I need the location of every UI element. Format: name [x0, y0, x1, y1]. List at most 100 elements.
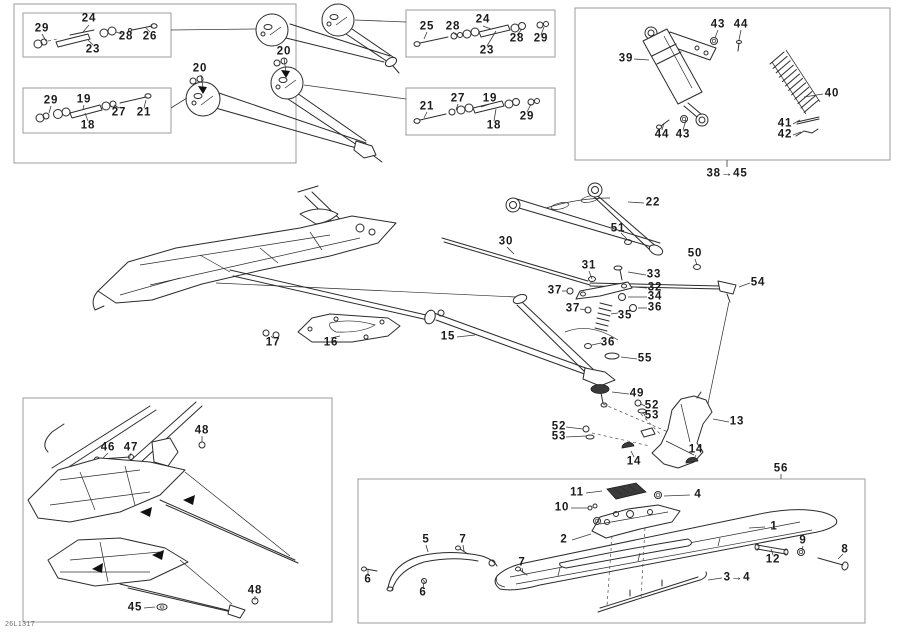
part-label: 17 — [265, 336, 281, 349]
part-label: 43 — [710, 18, 726, 31]
part-label: 31 — [581, 259, 597, 272]
part-label: 13 — [729, 415, 745, 428]
part-label: 29 — [43, 94, 59, 107]
ski-assembly-drawing — [361, 482, 849, 613]
detail-box-hardware-a — [22, 12, 172, 58]
detail-box-hardware-c — [405, 9, 556, 58]
part-label: 34 — [647, 290, 663, 303]
part-label: 44 — [654, 128, 670, 141]
leader-lines — [41, 19, 844, 609]
part-label: 18 — [80, 119, 96, 132]
detail-box-shock — [574, 7, 891, 161]
part-label: 47 — [123, 441, 139, 454]
part-label: 49 — [629, 387, 645, 400]
part-label: 3→4 — [723, 571, 751, 584]
document-code: 26L1317 — [5, 621, 36, 628]
part-label: 45 — [127, 601, 143, 614]
spindle-knuckle — [582, 391, 713, 469]
part-label: 6 — [364, 573, 372, 586]
detail-box-hardware-d — [405, 87, 556, 136]
part-label: 30 — [498, 235, 514, 248]
part-label: 46 — [100, 441, 116, 454]
part-label: 28 — [509, 32, 525, 45]
bolt-kit-b — [35, 93, 152, 123]
part-label: 2 — [560, 533, 568, 546]
part-label: 27 — [111, 106, 127, 119]
part-label: 54 — [750, 276, 766, 289]
shock-absorber-drawing — [642, 26, 821, 137]
part-label: 10 — [554, 501, 570, 514]
part-label: 5 — [422, 533, 430, 546]
part-label: 39 — [618, 52, 634, 65]
part-label: 19 — [76, 93, 92, 106]
part-label: 53 — [644, 409, 660, 422]
part-label: 29 — [34, 22, 50, 35]
part-label: 51 — [610, 222, 626, 235]
part-label: 44 — [733, 18, 749, 31]
part-label: 37 — [547, 284, 563, 297]
part-label: 25 — [419, 20, 435, 33]
part-label: 27 — [450, 92, 466, 105]
part-label: 15 — [440, 330, 456, 343]
pointer-arrows — [198, 57, 290, 94]
part-label: 19 — [482, 92, 498, 105]
part-label: 9 — [799, 534, 807, 547]
part-label: 20 — [192, 62, 208, 75]
part-label: 29 — [533, 32, 549, 45]
part-label: 48 — [194, 424, 210, 437]
part-label: 24 — [81, 12, 97, 25]
detail-boxes — [13, 3, 891, 624]
part-label: 7 — [459, 533, 467, 546]
part-label: 43 — [675, 128, 691, 141]
part-label: 32 — [647, 281, 663, 294]
part-label: 29 — [519, 110, 535, 123]
part-label: 23 — [479, 44, 495, 57]
part-label: 36 — [600, 336, 616, 349]
part-label: 42 — [777, 128, 793, 141]
part-label: 40 — [824, 87, 840, 100]
steering-arm-parts — [564, 265, 637, 360]
bolt-kit-a — [33, 23, 158, 49]
part-label: 8 — [841, 543, 849, 556]
part-label: 53 — [551, 430, 567, 443]
part-label: 41 — [777, 117, 793, 130]
part-label: 24 — [475, 13, 491, 26]
bolt-kit-d — [413, 98, 540, 124]
upper-a-arm — [505, 182, 664, 256]
part-label: 26 — [142, 30, 158, 43]
part-label: 28 — [118, 30, 134, 43]
part-label: 11 — [570, 486, 584, 499]
detail-box-hardware-b — [22, 87, 172, 134]
part-label: 35 — [617, 309, 633, 322]
part-label: 38→45 — [706, 167, 748, 180]
lower-a-arm — [424, 294, 616, 408]
part-label: 20 — [276, 45, 292, 58]
part-label: 21 — [136, 106, 152, 119]
part-label: 1 — [770, 520, 778, 533]
part-label: 52 — [644, 399, 660, 412]
part-label: 14 — [688, 443, 704, 456]
part-label: 16 — [323, 336, 339, 349]
part-label: 14 — [626, 455, 642, 468]
part-label: 36 — [647, 301, 663, 314]
part-label: 7 — [518, 556, 526, 569]
part-label: 23 — [85, 43, 101, 56]
part-label: 6 — [419, 586, 427, 599]
part-label: 28 — [445, 20, 461, 33]
part-label: 37 — [565, 302, 581, 315]
spring-coil — [769, 51, 819, 113]
part-label: 56 — [773, 462, 789, 475]
frame-module-drawing — [27, 401, 299, 619]
part-label: 50 — [687, 247, 703, 260]
detail-box-ski — [357, 478, 866, 624]
part-label: 52 — [551, 420, 567, 433]
detail-box-frame — [22, 397, 333, 623]
part-label: 48 — [247, 584, 263, 597]
part-label: 4 — [694, 488, 702, 501]
part-label: 55 — [637, 352, 653, 365]
part-label: 12 — [765, 553, 781, 566]
body-plate — [262, 313, 401, 343]
